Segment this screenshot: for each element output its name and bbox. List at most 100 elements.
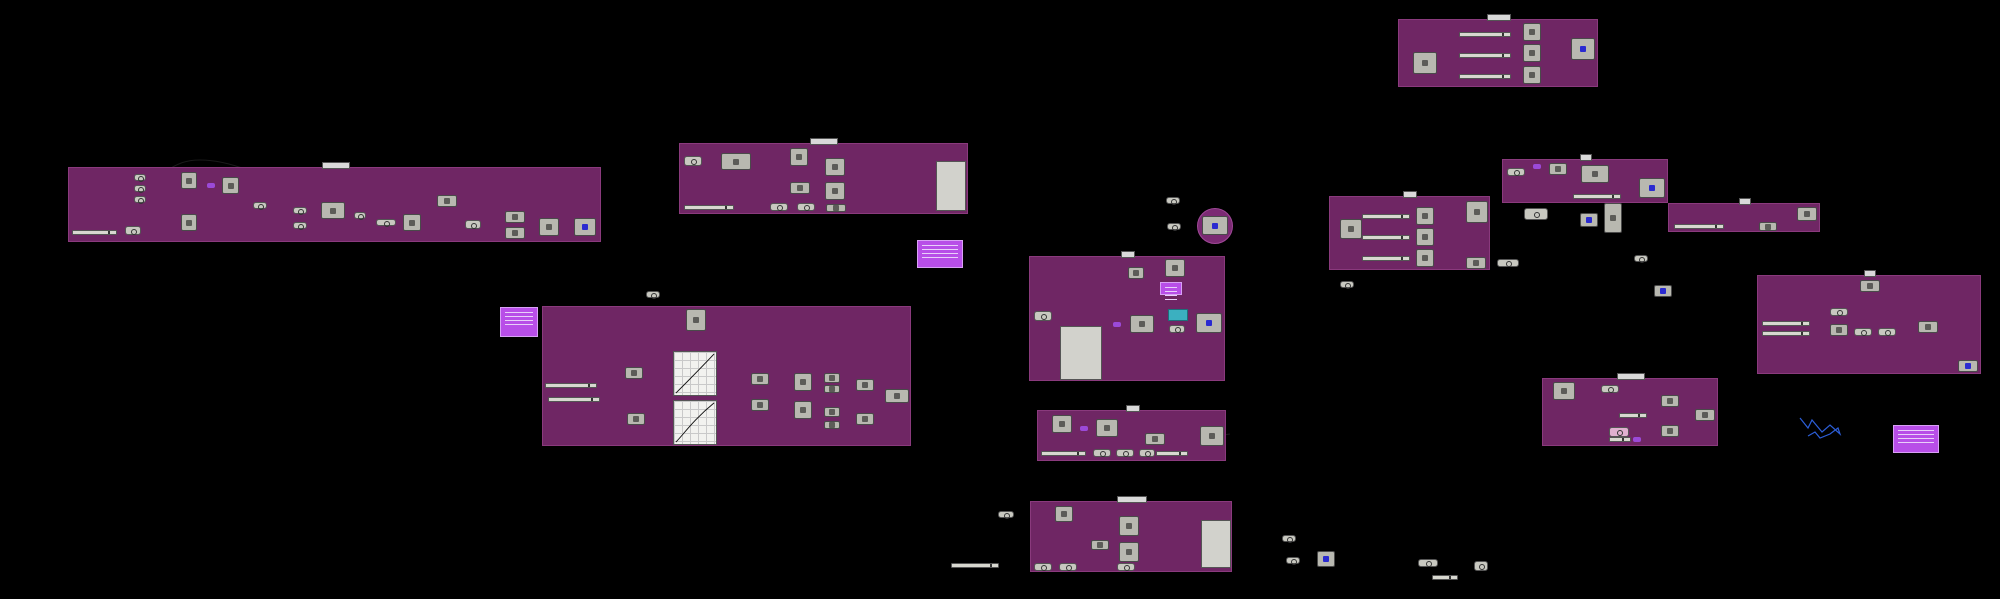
number-slider[interactable] bbox=[1459, 32, 1511, 37]
component-node[interactable] bbox=[1091, 540, 1109, 550]
number-slider[interactable] bbox=[1762, 331, 1810, 336]
number-slider[interactable] bbox=[1459, 74, 1511, 79]
component-node[interactable] bbox=[1340, 219, 1362, 239]
param-node[interactable] bbox=[1167, 223, 1181, 231]
group-k[interactable] bbox=[1757, 270, 1981, 374]
output-node[interactable] bbox=[574, 218, 596, 236]
component-node[interactable] bbox=[1200, 426, 1224, 446]
component-node[interactable] bbox=[1918, 321, 1938, 333]
param-node[interactable] bbox=[465, 220, 481, 229]
graph-mapper[interactable] bbox=[673, 351, 717, 396]
output-node[interactable] bbox=[1639, 178, 1665, 198]
group-l[interactable] bbox=[1542, 373, 1718, 446]
component-node[interactable] bbox=[1523, 23, 1541, 41]
param-node[interactable] bbox=[1830, 308, 1848, 316]
component-node[interactable] bbox=[627, 413, 645, 425]
component-node[interactable] bbox=[824, 407, 840, 417]
component-node[interactable] bbox=[505, 211, 525, 223]
output-node[interactable] bbox=[1580, 213, 1598, 227]
component-node[interactable] bbox=[686, 309, 706, 331]
component-node[interactable] bbox=[856, 379, 874, 391]
component-node[interactable] bbox=[1797, 207, 1817, 221]
number-slider[interactable] bbox=[548, 397, 600, 402]
param-node[interactable] bbox=[1117, 563, 1135, 571]
component-node[interactable] bbox=[1165, 259, 1185, 277]
component-node[interactable] bbox=[1759, 222, 1777, 231]
component-node[interactable] bbox=[1145, 433, 1165, 445]
param-node[interactable] bbox=[1474, 561, 1488, 571]
number-slider[interactable] bbox=[545, 383, 597, 388]
group-c[interactable] bbox=[542, 306, 911, 446]
param-node[interactable] bbox=[1116, 449, 1134, 457]
component-node[interactable] bbox=[1128, 267, 1144, 279]
param-node[interactable] bbox=[1609, 427, 1629, 437]
component-node[interactable] bbox=[1119, 542, 1139, 562]
component-node[interactable] bbox=[1695, 409, 1715, 421]
component-node[interactable] bbox=[1119, 516, 1139, 536]
output-node[interactable] bbox=[1654, 285, 1672, 297]
output-node[interactable] bbox=[1571, 38, 1595, 60]
component-node[interactable] bbox=[794, 401, 812, 419]
param-node[interactable] bbox=[797, 203, 815, 211]
number-slider[interactable] bbox=[684, 205, 734, 210]
component-node[interactable] bbox=[403, 214, 421, 231]
param-node[interactable] bbox=[1166, 197, 1180, 205]
component-node[interactable] bbox=[824, 421, 840, 429]
component-node[interactable] bbox=[1052, 415, 1072, 433]
component-node[interactable] bbox=[856, 413, 874, 425]
param-node[interactable] bbox=[1497, 259, 1519, 267]
number-slider[interactable] bbox=[1762, 321, 1810, 326]
param-node[interactable] bbox=[1878, 328, 1896, 336]
param-node[interactable] bbox=[1854, 328, 1872, 336]
output-node[interactable] bbox=[1202, 216, 1228, 235]
component-node[interactable] bbox=[1860, 280, 1880, 292]
component-node[interactable] bbox=[794, 373, 812, 391]
param-node[interactable] bbox=[1282, 535, 1296, 543]
component-node[interactable] bbox=[1130, 315, 1154, 333]
number-slider[interactable] bbox=[1609, 437, 1631, 442]
component-node[interactable] bbox=[1523, 66, 1541, 84]
group-i[interactable] bbox=[1502, 154, 1668, 203]
param-node[interactable] bbox=[1340, 281, 1354, 289]
param-node[interactable] bbox=[1139, 449, 1155, 457]
group-b[interactable] bbox=[679, 138, 968, 214]
output-node[interactable] bbox=[1958, 360, 1978, 372]
number-slider[interactable] bbox=[1362, 214, 1410, 219]
component-node[interactable] bbox=[751, 399, 769, 411]
output-panel[interactable] bbox=[1060, 326, 1102, 380]
highlighted-node[interactable] bbox=[1168, 309, 1188, 321]
param-node[interactable] bbox=[134, 185, 146, 193]
number-slider[interactable] bbox=[1459, 53, 1511, 58]
component-node[interactable] bbox=[505, 227, 525, 239]
component-node[interactable] bbox=[1661, 425, 1679, 437]
component-node[interactable] bbox=[826, 204, 846, 212]
component-node[interactable] bbox=[1523, 44, 1541, 62]
component-node[interactable] bbox=[1466, 257, 1486, 269]
number-slider[interactable] bbox=[951, 563, 999, 568]
component-node[interactable] bbox=[321, 202, 345, 219]
note-panel[interactable] bbox=[500, 307, 538, 337]
note-panel[interactable] bbox=[1893, 425, 1939, 453]
number-slider[interactable] bbox=[1041, 451, 1086, 456]
param-node[interactable] bbox=[1601, 385, 1619, 393]
group-j[interactable] bbox=[1668, 198, 1820, 232]
param-node[interactable] bbox=[998, 511, 1014, 519]
component-node[interactable] bbox=[1553, 382, 1575, 400]
component-node[interactable] bbox=[790, 182, 810, 194]
param-node[interactable] bbox=[646, 291, 660, 299]
component-node[interactable] bbox=[437, 195, 457, 207]
component-node[interactable] bbox=[1466, 201, 1488, 223]
component-node[interactable] bbox=[181, 172, 197, 189]
param-node[interactable] bbox=[1418, 559, 1438, 567]
param-node[interactable] bbox=[134, 174, 146, 182]
component-node[interactable] bbox=[1549, 163, 1567, 175]
output-node[interactable] bbox=[1317, 551, 1335, 567]
component-node[interactable] bbox=[1416, 228, 1434, 246]
component-node[interactable] bbox=[539, 218, 559, 236]
param-node[interactable] bbox=[293, 222, 307, 230]
component-node[interactable] bbox=[1661, 395, 1679, 407]
param-node[interactable] bbox=[1034, 311, 1052, 321]
param-node[interactable] bbox=[253, 202, 267, 210]
note-panel[interactable] bbox=[917, 240, 963, 268]
group-f[interactable] bbox=[1030, 496, 1232, 572]
